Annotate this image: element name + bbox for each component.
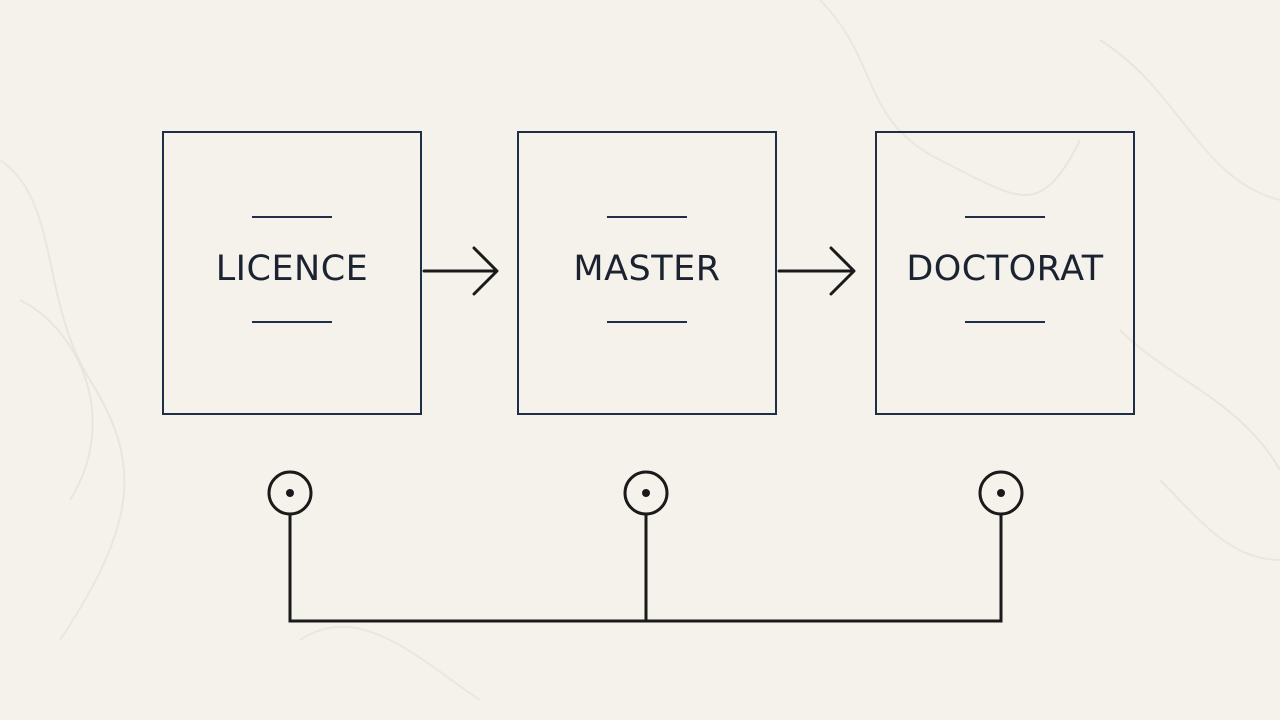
stage-box-doctorat: DOCTORAT xyxy=(875,131,1135,415)
arrow-right-icon xyxy=(422,246,499,296)
circle-dot-icon xyxy=(978,470,1024,516)
divider-line xyxy=(965,216,1045,218)
stage-box-licence: LICENCE xyxy=(162,131,422,415)
connector-lines xyxy=(288,513,1003,623)
stage-label-licence: LICENCE xyxy=(215,249,369,289)
divider-line xyxy=(607,321,687,323)
stage-label-master: MASTER xyxy=(573,249,721,289)
circle-dot-icon xyxy=(267,470,313,516)
divider-line xyxy=(252,216,332,218)
stage-label-doctorat: DOCTORAT xyxy=(906,249,1104,289)
circle-dot-icon xyxy=(623,470,669,516)
divider-line xyxy=(965,321,1045,323)
divider-line xyxy=(252,321,332,323)
arrow-right-icon xyxy=(777,246,856,296)
divider-line xyxy=(607,216,687,218)
stage-box-master: MASTER xyxy=(517,131,777,415)
